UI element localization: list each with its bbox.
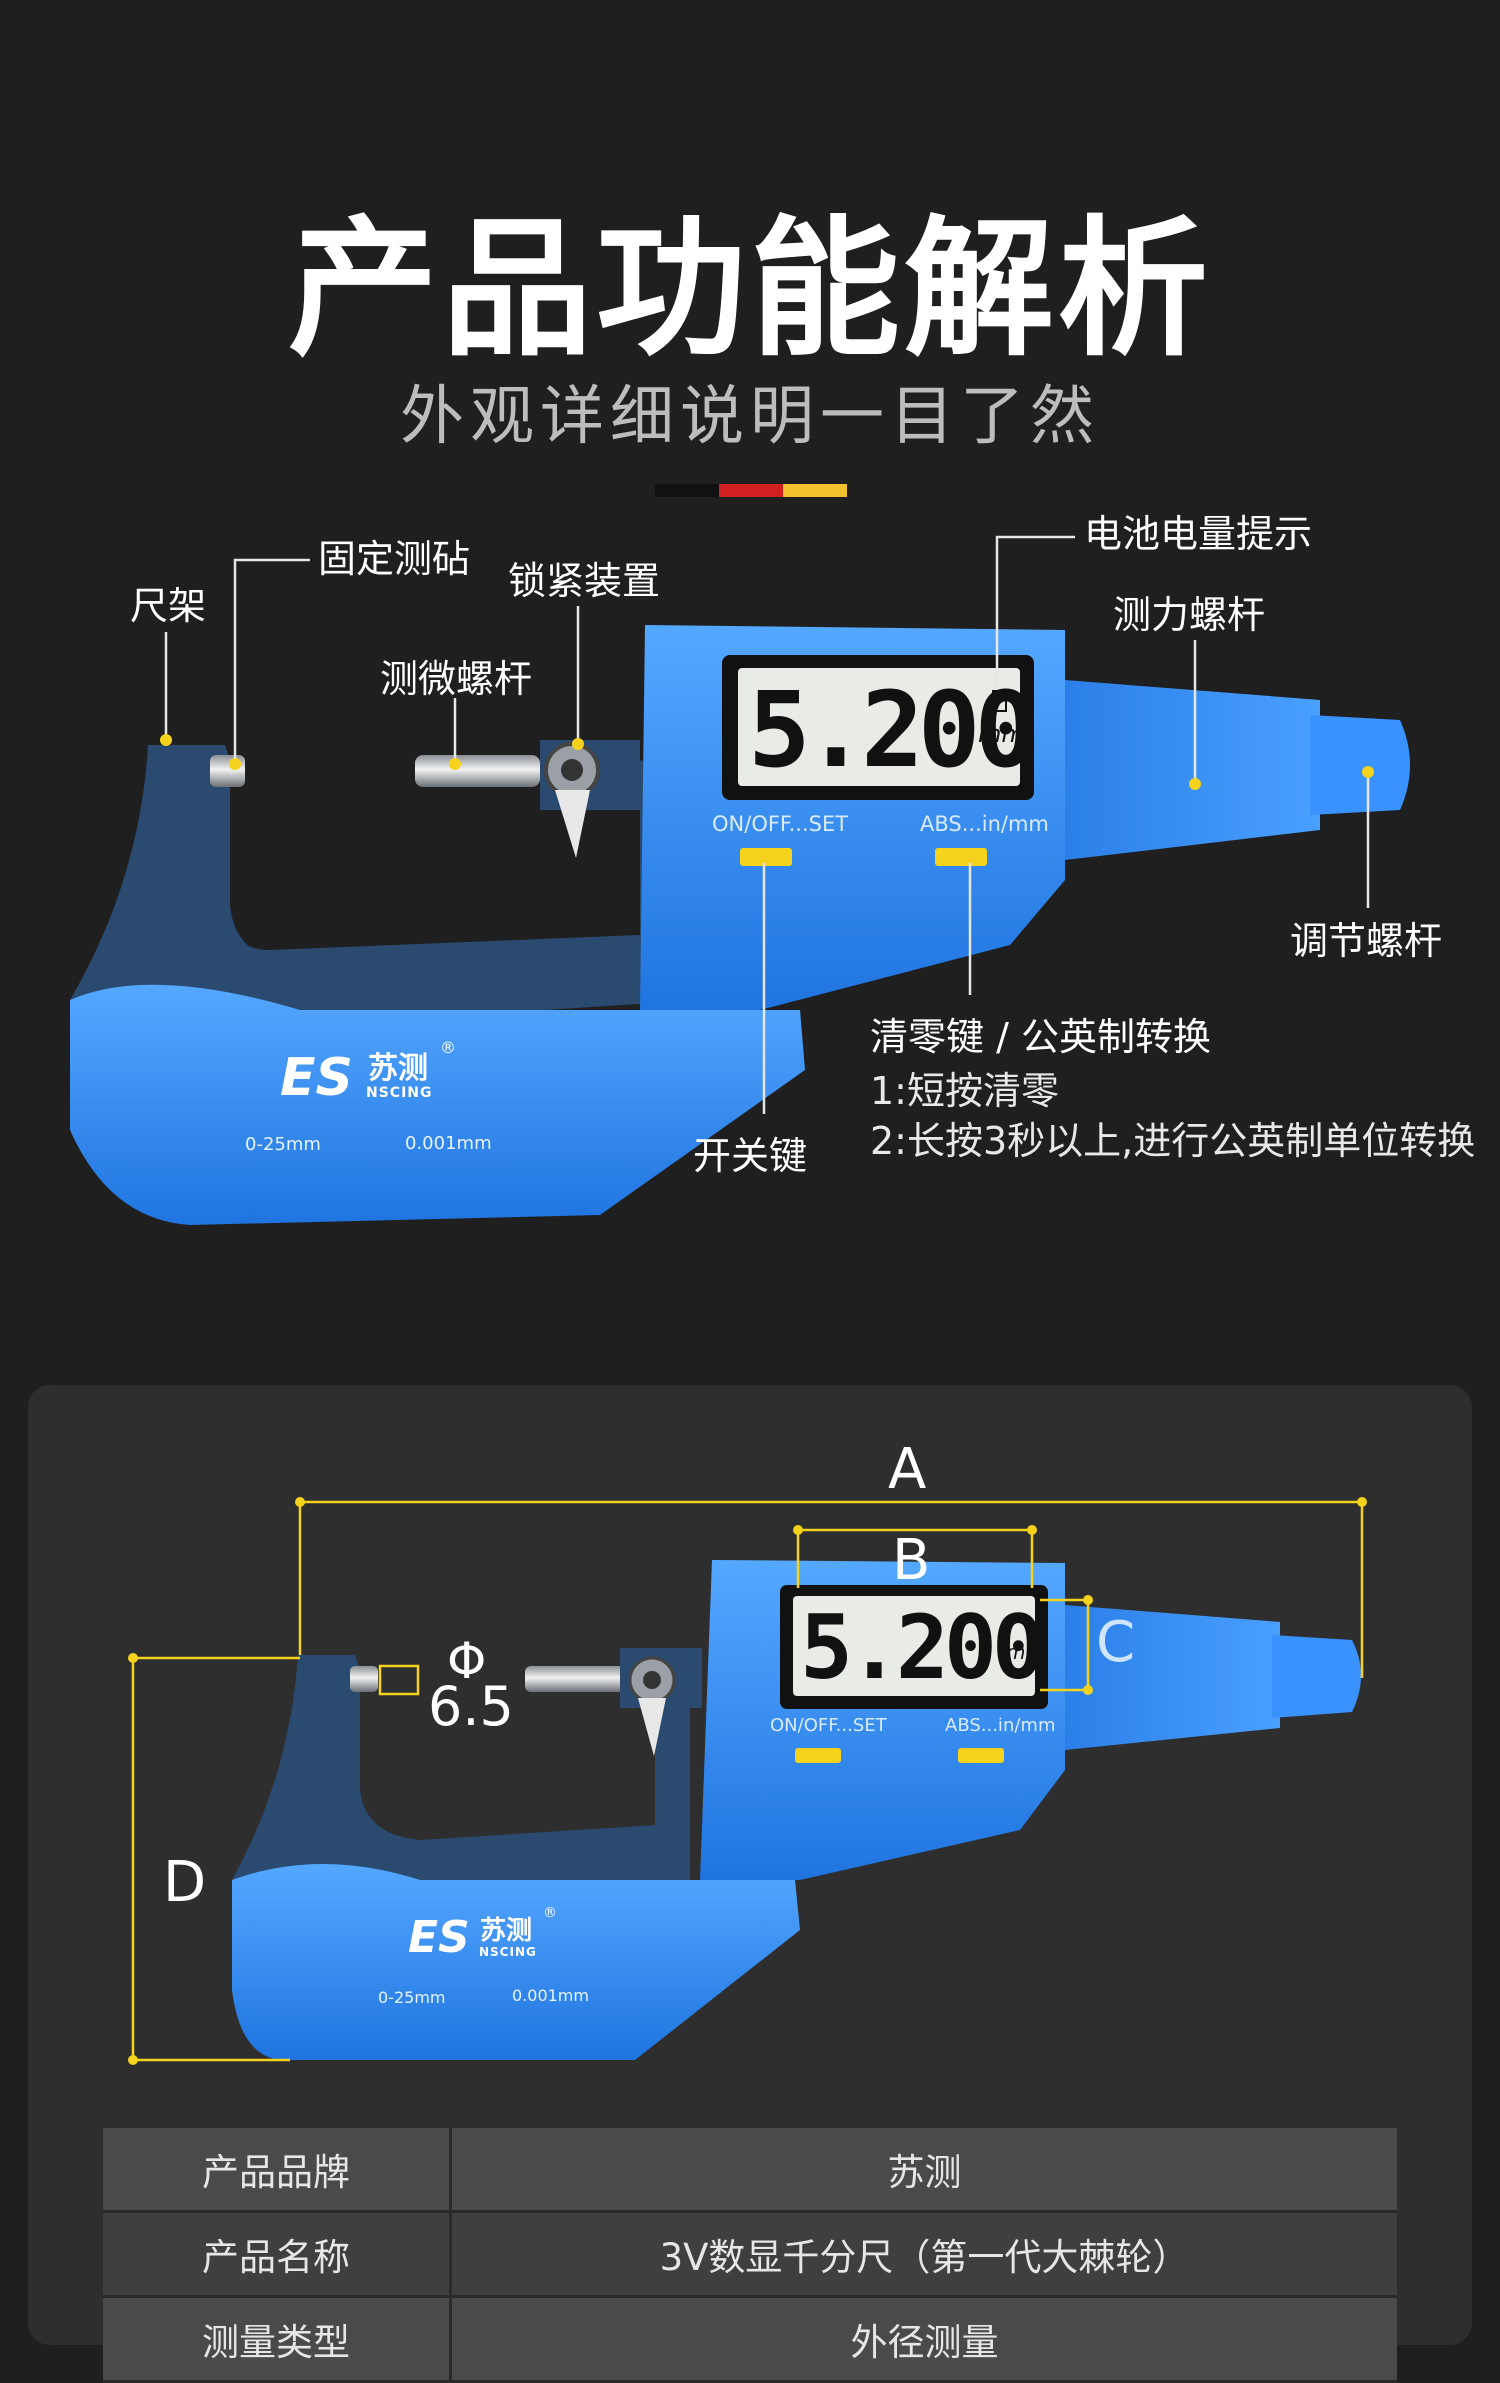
zero-button-label-2: ABS...in/mm <box>945 1715 1056 1736</box>
power-button-label-2: ON/OFF...SET <box>770 1715 887 1736</box>
micrometer-illustration <box>70 535 1410 1225</box>
spec-key: 测量类型 <box>103 2296 452 2383</box>
dim-label-c: C <box>1096 1610 1136 1675</box>
callout-zero-key-line1: 1:短按清零 <box>870 1069 1059 1113</box>
spec-key: 产品品牌 <box>103 2128 452 2213</box>
thimble <box>1065 680 1320 860</box>
dim-label-a: A <box>888 1437 927 1502</box>
blue-grip <box>70 984 805 1225</box>
brand-cn-2: 苏测 <box>480 1916 533 1946</box>
dim-label-phi: Φ <box>447 1632 487 1690</box>
page-subtitle: 外观详细说明一目了然 <box>400 380 1100 454</box>
spec-value: 3V数显千分尺（第一代大棘轮） <box>450 2211 1397 2298</box>
spindle-rod <box>415 755 540 787</box>
power-button-label: ON/OFF...SET <box>712 812 849 836</box>
brand-logo-2: ES <box>408 1912 470 1963</box>
spec-key: 产品名称 <box>103 2211 452 2298</box>
frame-outer <box>70 745 700 1010</box>
zero-button-shape <box>935 848 987 866</box>
dim-label-b: B <box>892 1528 931 1593</box>
callout-zero-key: 清零键 / 公英制转换 <box>870 1015 1211 1059</box>
ratchet <box>1310 715 1410 815</box>
page-title: 产品功能解析 <box>287 203 1212 377</box>
lcd-readout-2: 5.200 <box>800 1596 1045 1699</box>
callout-spindle: 测微螺杆 <box>380 657 533 701</box>
resolution-label-2: 0.001mm <box>512 1986 589 2005</box>
spec-value: 苏测 <box>450 2128 1397 2213</box>
flag-red <box>719 484 783 497</box>
battery-icon <box>992 690 1007 712</box>
lcd-readout: 5.200 <box>748 669 1037 791</box>
table-row: 产品品牌 苏测 <box>103 2128 1397 2213</box>
resolution-label: 0.001mm <box>405 1133 492 1154</box>
registered-mark: ® <box>440 1038 456 1057</box>
registered-mark-2: ® <box>543 1905 557 1921</box>
callout-zero-key-line2: 2:长按3秒以上,进行公英制单位转换 <box>870 1119 1476 1163</box>
range-label: 0-25mm <box>245 1134 321 1155</box>
dim-label-d: D <box>163 1850 207 1915</box>
callout-fixed-anvil: 固定测砧 <box>318 537 471 581</box>
callout-battery: 电池电量提示 <box>1084 512 1313 556</box>
callout-lock-device: 锁紧装置 <box>508 559 661 603</box>
spec-value: 外径测量 <box>450 2296 1397 2383</box>
brand-cn: 苏测 <box>368 1051 428 1086</box>
lcd-unit: mm <box>978 720 1025 748</box>
lcd-unit-2: mm <box>1006 1640 1045 1664</box>
frame-body <box>148 745 700 1006</box>
lcd-screen <box>738 668 1020 786</box>
dim-label-phi-value: 6.5 <box>428 1675 514 1738</box>
range-label-2: 0-25mm <box>378 1988 446 2007</box>
spec-table: 产品品牌 苏测 产品名称 3V数显千分尺（第一代大棘轮） 测量类型 外径测量 <box>103 2128 1397 2383</box>
callout-force-screw: 测力螺杆 <box>1113 593 1266 637</box>
table-row: 产品名称 3V数显千分尺（第一代大棘轮） <box>103 2211 1397 2298</box>
callout-frame: 尺架 <box>130 584 207 628</box>
table-row: 测量类型 外径测量 <box>103 2296 1397 2383</box>
callout-power-key: 开关键 <box>693 1134 808 1178</box>
zero-button-label: ABS...in/mm <box>920 812 1049 836</box>
anvil <box>210 755 245 787</box>
flag-yellow <box>783 484 847 497</box>
flag-black <box>655 484 719 497</box>
callout-adjust-screw: 调节螺杆 <box>1290 919 1443 963</box>
flag-bar <box>655 484 847 497</box>
brand-en-2: NSCING <box>479 1945 537 1959</box>
brand-en: NSCING <box>366 1085 433 1101</box>
brand-logo: ES <box>280 1048 353 1108</box>
